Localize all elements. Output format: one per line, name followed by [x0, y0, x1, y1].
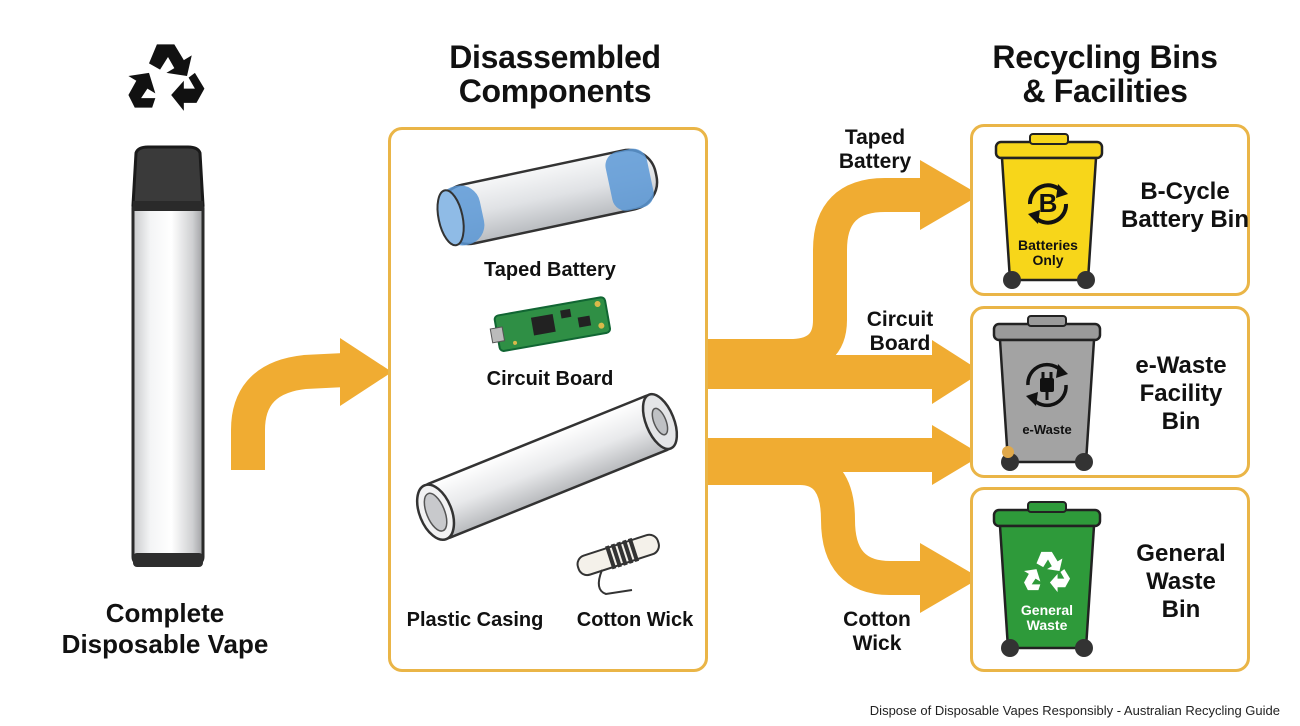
- ewaste-bin-name-line2: Facility: [1139, 380, 1223, 407]
- battery-bin-name-line1: B-Cycle: [1140, 178, 1230, 205]
- footer-caption: Dispose of Disposable Vapes Responsibly …: [869, 703, 1280, 718]
- battery-bin-sticker-line2: Only: [1032, 252, 1064, 268]
- green-general-waste-bin: [992, 501, 1102, 657]
- vape-label-line2: Disposable Vape: [61, 629, 269, 659]
- ewaste-arrow-head: [932, 425, 982, 485]
- plug-recycle-icon: [1026, 362, 1068, 408]
- components-title-line2: Components: [458, 73, 652, 109]
- bins-title-line1: Recycling Bins: [992, 39, 1218, 75]
- cotton-wick-illustration: [576, 533, 660, 596]
- general-bin-name-line3: Bin: [1161, 596, 1201, 623]
- component-label-casing: Plastic Casing: [406, 609, 544, 631]
- wick-arrow-branch: [706, 451, 925, 595]
- battery-arrow-head: [920, 160, 980, 230]
- arrow-label-wick-line1: Cotton: [843, 608, 911, 631]
- general-bin-sticker-line2: Waste: [1026, 617, 1068, 633]
- recycle-icon: [128, 44, 205, 111]
- plastic-casing-illustration: [415, 392, 679, 541]
- general-bin-sticker-line1: General: [1020, 602, 1074, 618]
- general-bin-name-line1: General: [1136, 540, 1226, 567]
- ewaste-bin-sticker: e-Waste: [1022, 422, 1072, 437]
- b-cycle-logo-letter: B: [1038, 188, 1058, 218]
- white-recycle-icon: [1024, 551, 1071, 593]
- grey-ewaste-bin: [992, 315, 1102, 471]
- trunk-arrow: [706, 178, 925, 373]
- vape-arrow-head: [340, 338, 392, 406]
- circuit-arrow-head: [932, 340, 982, 404]
- bins-title-line2: & Facilities: [1022, 73, 1188, 109]
- general-bin-name-line2: Waste: [1146, 568, 1216, 595]
- vape-to-components-arrow: [231, 353, 346, 470]
- arrow-label-battery-line2: Battery: [838, 150, 912, 173]
- component-label-circuit: Circuit Board: [486, 368, 614, 390]
- component-label-battery: Taped Battery: [484, 259, 616, 281]
- arrow-label-battery-line1: Taped: [844, 126, 906, 149]
- battery-bin-sticker-line1: Batteries: [1018, 237, 1078, 253]
- arrow-label-circuit-line2: Board: [869, 332, 931, 355]
- wick-arrow-head: [920, 543, 980, 613]
- component-label-wick: Cotton Wick: [576, 609, 694, 631]
- taped-battery-illustration: [436, 148, 659, 247]
- components-title-line1: Disassembled: [449, 39, 661, 75]
- yellow-battery-bin: [994, 133, 1104, 289]
- arrow-label-circuit-line1: Circuit: [866, 308, 934, 331]
- arrow-label-wick-line2: Wick: [852, 632, 902, 655]
- circuit-board-illustration: [489, 296, 612, 352]
- disposable-vape-illustration: [131, 145, 205, 567]
- ewaste-bin-name-line1: e-Waste: [1135, 352, 1227, 379]
- battery-bin-name-line2: Battery Bin: [1120, 206, 1250, 233]
- b-cycle-logo-icon: [1027, 183, 1069, 225]
- ewaste-bin-name-line3: Bin: [1161, 408, 1201, 435]
- vape-label-line1: Complete: [105, 598, 225, 628]
